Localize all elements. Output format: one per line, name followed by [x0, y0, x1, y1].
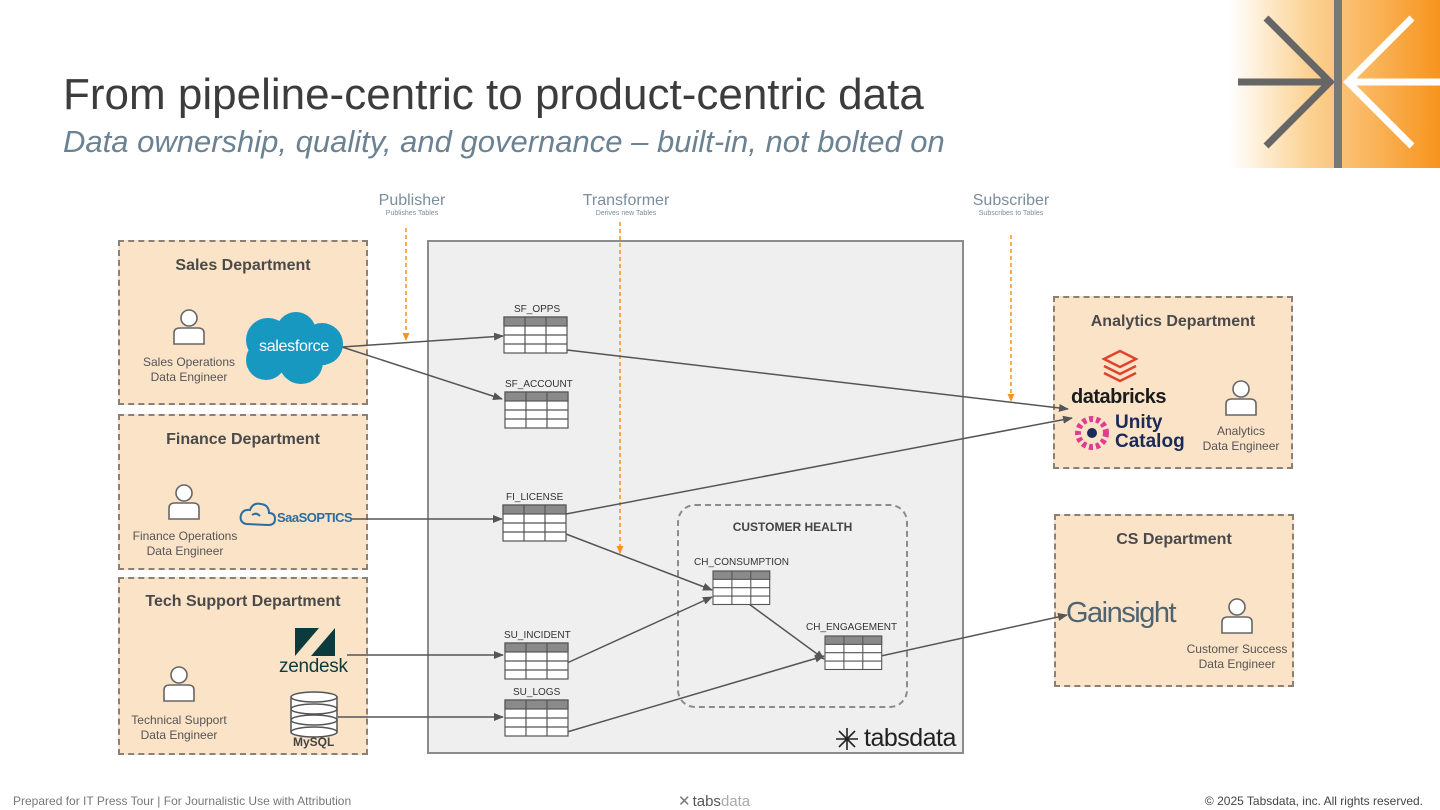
table-sf-opps [503, 316, 568, 354]
role-publisher-desc: Publishes Tables [385, 210, 439, 217]
tabsdata-platform-logo-text: tabsdata [864, 724, 956, 752]
dept-analytics: Analytics Department [1053, 296, 1293, 469]
tabsdata-logo-icon [836, 728, 858, 750]
flow-salesforce-sf-account [341, 346, 503, 401]
salesforce-logo-text: salesforce [259, 338, 329, 355]
person-label-finance: Finance Operations Data Engineer [132, 529, 238, 558]
flow-consumption-engagement [748, 603, 825, 660]
table-label-su-incident: SU_INCIDENT [504, 630, 571, 641]
databricks-stack-icon [1101, 349, 1139, 383]
gainsight-logo-text: Gainsight [1066, 597, 1177, 629]
dept-cs-title: CS Department [1116, 531, 1232, 548]
zendesk-logo-text: zendesk [279, 656, 348, 677]
dept-sales-title: Sales Department [175, 257, 311, 274]
person-icon-finance [168, 484, 200, 520]
database-icon [290, 691, 338, 738]
table-label-sf-opps: SF_OPPS [514, 304, 561, 315]
table-fi-license [502, 504, 567, 542]
dept-tech-title: Tech Support Department [145, 593, 341, 610]
customer-health-title: CUSTOMER HEALTH [732, 520, 853, 534]
role-subscriber-desc: Subscribes to Tables [978, 210, 1044, 217]
zendesk-mark-icon [295, 628, 335, 656]
dept-sales: Sales Department [118, 240, 368, 405]
footer-logo-icon: ✕ [678, 793, 691, 810]
person-label-sales: Sales Operations Data Engineer [142, 355, 236, 384]
brand-corner-graphic [1230, 0, 1440, 168]
flow-salesforce-sf-opps [341, 332, 504, 348]
table-label-ch-consumption: CH_CONSUMPTION [694, 557, 790, 568]
footer-disclaimer: Prepared for IT Press Tour | For Journal… [13, 794, 352, 808]
flow-engagement-gainsight [880, 613, 1068, 657]
table-su-incident [504, 642, 569, 680]
dept-cs: CS Department [1054, 514, 1294, 687]
person-label-analytics: Analytics Data Engineer [1202, 424, 1280, 453]
person-label-tech: Technical Support Data Engineer [131, 713, 227, 742]
flow-sf-opps-analytics [566, 349, 1069, 412]
page-subtitle: Data ownership, quality, and governance … [63, 124, 945, 159]
role-transformer-desc: Derives new Tables [595, 210, 657, 217]
saasoptics-cloud-icon [239, 502, 277, 527]
role-transformer-name: Transformer [582, 192, 670, 209]
dept-finance-title: Finance Department [166, 431, 320, 448]
role-transformer: Transformer Derives new Tables [566, 192, 686, 217]
unity-catalog-icon [1075, 416, 1109, 450]
table-label-sf-account: SF_ACCOUNT [505, 379, 573, 390]
table-ch-engagement [824, 635, 883, 671]
footer-logo: ✕tabsdata [678, 792, 750, 810]
saasoptics-logo-text: SaaSOPTICS [277, 510, 353, 525]
page-title: From pipeline-centric to product-centric… [63, 70, 924, 119]
role-publisher: Publisher Publishes Tables [362, 192, 462, 217]
table-label-su-logs: SU_LOGS [513, 687, 561, 698]
footer-logo-data: data [720, 793, 751, 810]
unity-logo-text: Unity [1115, 412, 1163, 433]
table-ch-consumption [712, 570, 771, 606]
flow-fi-license-analytics [565, 415, 1073, 515]
dept-finance: Finance Department [118, 414, 368, 570]
role-subscriber-name: Subscriber [972, 192, 1050, 209]
footer-copyright: © 2025 Tabsdata, inc. All rights reserve… [1204, 794, 1423, 808]
footer-logo-tabs: tabs [692, 793, 721, 810]
dept-analytics-title: Analytics Department [1090, 313, 1256, 330]
databricks-logo-text: databricks [1071, 386, 1167, 408]
flow-su-incident-consumption [566, 596, 713, 664]
mysql-label: MySQL [293, 735, 335, 749]
table-su-logs [504, 699, 569, 737]
flow-fi-license-consumption [565, 533, 713, 591]
person-icon-analytics [1225, 380, 1257, 416]
person-icon-sales [173, 309, 205, 345]
table-label-ch-engagement: CH_ENGAGEMENT [806, 622, 898, 633]
catalog-logo-text: Catalog [1115, 431, 1185, 452]
table-label-fi-license: FI_LICENSE [506, 492, 564, 503]
salesforce-logo-icon [246, 312, 343, 384]
role-publisher-name: Publisher [378, 192, 446, 209]
person-icon-tech [163, 666, 195, 702]
flow-su-logs-engagement [566, 654, 825, 733]
person-icon-cs [1221, 598, 1253, 634]
person-label-cs: Customer Success Data Engineer [1186, 642, 1288, 671]
role-subscriber: Subscriber Subscribes to Tables [956, 192, 1066, 217]
table-sf-account [504, 391, 569, 429]
customer-health-group: CUSTOMER HEALTH [677, 504, 908, 708]
